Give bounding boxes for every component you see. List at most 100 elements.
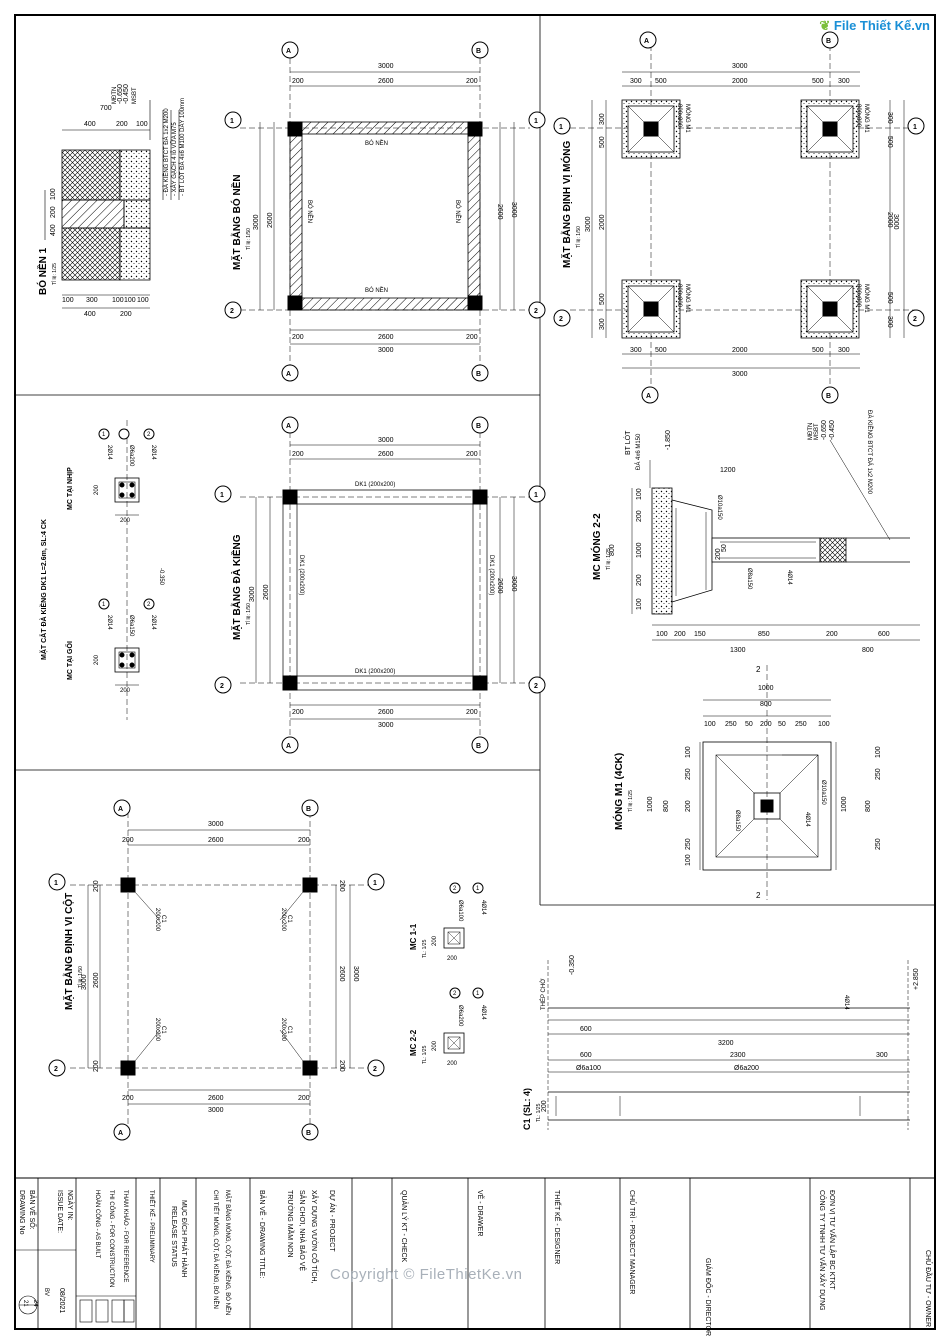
scale-text: Tỉ lệ: 1/50 — [245, 228, 252, 250]
dim-text: 250 — [875, 838, 882, 850]
axis-label: B — [476, 371, 481, 378]
dim-text: 200 — [432, 1040, 438, 1051]
company-label: CÔNG TY TNHH TƯ VẤN XÂY DỰNG — [818, 1190, 828, 1311]
axis-label: B — [306, 806, 311, 813]
dim-text: 2600 — [208, 1095, 224, 1102]
designer-label: THIẾT KẾ - DESIGNER — [553, 1190, 563, 1264]
dim-text: 1200 — [720, 467, 736, 474]
dim-text: 100 — [636, 598, 643, 610]
callout-num: 2 — [453, 886, 457, 892]
status-preliminary: THIẾT KẾ - PRELIMINARY — [148, 1190, 155, 1263]
title-block-text: CHỦ ĐẦU TƯ - OWNER ĐƠN VỊ TƯ VẤN LẬP BC … — [18, 1190, 934, 1336]
dim-text: 800 — [865, 800, 872, 812]
dim-text: 500 — [599, 293, 606, 305]
dim-text: 850 — [758, 631, 770, 638]
plan-dinh-vi-mong — [570, 45, 915, 390]
bar-label: 2Ø14 — [106, 615, 112, 630]
panel-borders — [16, 16, 934, 906]
axis-label: 1 — [559, 124, 563, 131]
dim-text: 3000 — [378, 63, 394, 70]
footing-m1-text: 1000 800 100 250 50 200 50 250 100 1000 … — [612, 665, 882, 900]
dim-text: 3000 — [249, 586, 256, 602]
dim-text: 3000 — [208, 821, 224, 828]
dim-text: 500 — [812, 78, 824, 85]
dim-text: 500 — [812, 347, 824, 354]
bo-nen-detail-title: BÓ NỀN 1 — [36, 247, 49, 295]
dim-text: 200 — [466, 334, 478, 341]
dim-text: 2000 — [599, 214, 606, 230]
dim-text: 200 — [298, 837, 310, 844]
dim-text: 200 — [685, 800, 692, 812]
dim-text: 200 — [760, 721, 772, 728]
footing-size: 800x800 — [676, 284, 682, 308]
beam-label: DK1 (200x200) — [355, 482, 395, 488]
axis-label: 2 — [230, 308, 234, 315]
bar-label: Ø6a150 — [128, 615, 134, 637]
dim-text: 3000 — [510, 576, 517, 592]
bo-nen-label: BÓ NỀN — [365, 287, 388, 294]
dim-text: 200 — [50, 206, 57, 218]
dim-text: 2600 — [496, 578, 503, 594]
axis-label: 1 — [534, 492, 538, 499]
issue-date: 08/2021 — [58, 1288, 65, 1313]
dim-text: 2600 — [208, 837, 224, 844]
dim-text: 200 — [292, 451, 304, 458]
dim-text: 200 — [292, 334, 304, 341]
drawing-title-label: BẢN VẼ - DRAWING TITLE: — [258, 1190, 267, 1278]
scale-text: TL: 1/25 — [536, 1103, 542, 1122]
column-c1-elevation — [547, 960, 910, 1130]
title-block — [16, 1177, 934, 1328]
level-text: -1.850 — [665, 430, 672, 450]
dim-text: 3000 — [81, 974, 88, 990]
dim-text: 3000 — [352, 966, 359, 982]
axis-label: A — [286, 371, 291, 378]
dim-text: 2600 — [93, 972, 100, 988]
bar-label: Ø10a150 — [716, 495, 722, 520]
dim-text: 1300 — [730, 647, 746, 654]
bar-label: Ø6a100 — [457, 900, 463, 922]
callout-num: 2 — [453, 991, 457, 997]
dim-text: 300 — [886, 112, 893, 124]
leaf-icon: ❦ — [819, 18, 831, 33]
dim-text: 200 — [122, 837, 134, 844]
dim-text: 300 — [86, 297, 98, 304]
plan-da-kieng — [240, 432, 530, 740]
manager-label: CHỦ TRÌ - PROJECT MANAGER — [628, 1190, 637, 1294]
checker-label: QUẢN LÝ KT - CHECK — [400, 1190, 409, 1263]
level-text: +2.850 — [913, 968, 920, 990]
owner-label: CHỦ ĐẦU TƯ - OWNER — [924, 1250, 934, 1327]
bar-label: 2Ø14 — [150, 445, 156, 460]
note-text: - XÂY GẠCH 4 lỗ VỮA M75 — [171, 122, 178, 196]
footing-section-22 — [631, 439, 920, 641]
scale-text: Tỉ lệ: 1/50 — [245, 603, 252, 625]
drawing-no-label: BẢN VẼ SỐ: — [28, 1190, 38, 1230]
bar-label: 4Ø14 — [480, 900, 486, 915]
dim-text: 50 — [721, 544, 728, 552]
dim-text: 3000 — [378, 437, 394, 444]
dim-text: 1000 — [841, 796, 848, 812]
sheet-code: BV — [43, 1288, 49, 1296]
footing-section-title: MC MÓNG 2-2 — [590, 513, 603, 580]
plan-dinh-vi-cot-title: MẶT BẰNG ĐỊNH VỊ CỘT — [62, 893, 75, 1010]
drawing-no-label-en: DRAWING No — [18, 1190, 25, 1235]
column-label: C1 — [160, 1026, 166, 1034]
footing-size: 800x800 — [676, 104, 682, 128]
scale-text: Tỉ lệ: 1/50 — [575, 226, 582, 248]
column-size: 200x200 — [154, 908, 160, 932]
axis-label: A — [286, 423, 291, 430]
dim-text: 2600 — [263, 584, 270, 600]
dim-text: 200 — [715, 548, 722, 560]
dim-text: 800 — [760, 701, 772, 708]
issue-date-label: ISSUE DATE: — [56, 1190, 63, 1233]
dim-text: 250 — [725, 721, 737, 728]
dim-text: 200 — [338, 880, 345, 892]
axis-label: A — [118, 806, 123, 813]
watermark-logo-text: File Thiết Kế — [833, 18, 912, 33]
footing-label: MÓNG M1 — [684, 284, 691, 313]
drawer-label: VẼ - DRAWER — [476, 1190, 485, 1236]
dim-text: 1000 — [647, 796, 654, 812]
drawing-sheet — [14, 14, 936, 1330]
dim-text: 1000 — [636, 542, 643, 558]
dim-text: 600 — [580, 1026, 592, 1033]
print-date-label: NGÀY IN: — [66, 1190, 75, 1221]
